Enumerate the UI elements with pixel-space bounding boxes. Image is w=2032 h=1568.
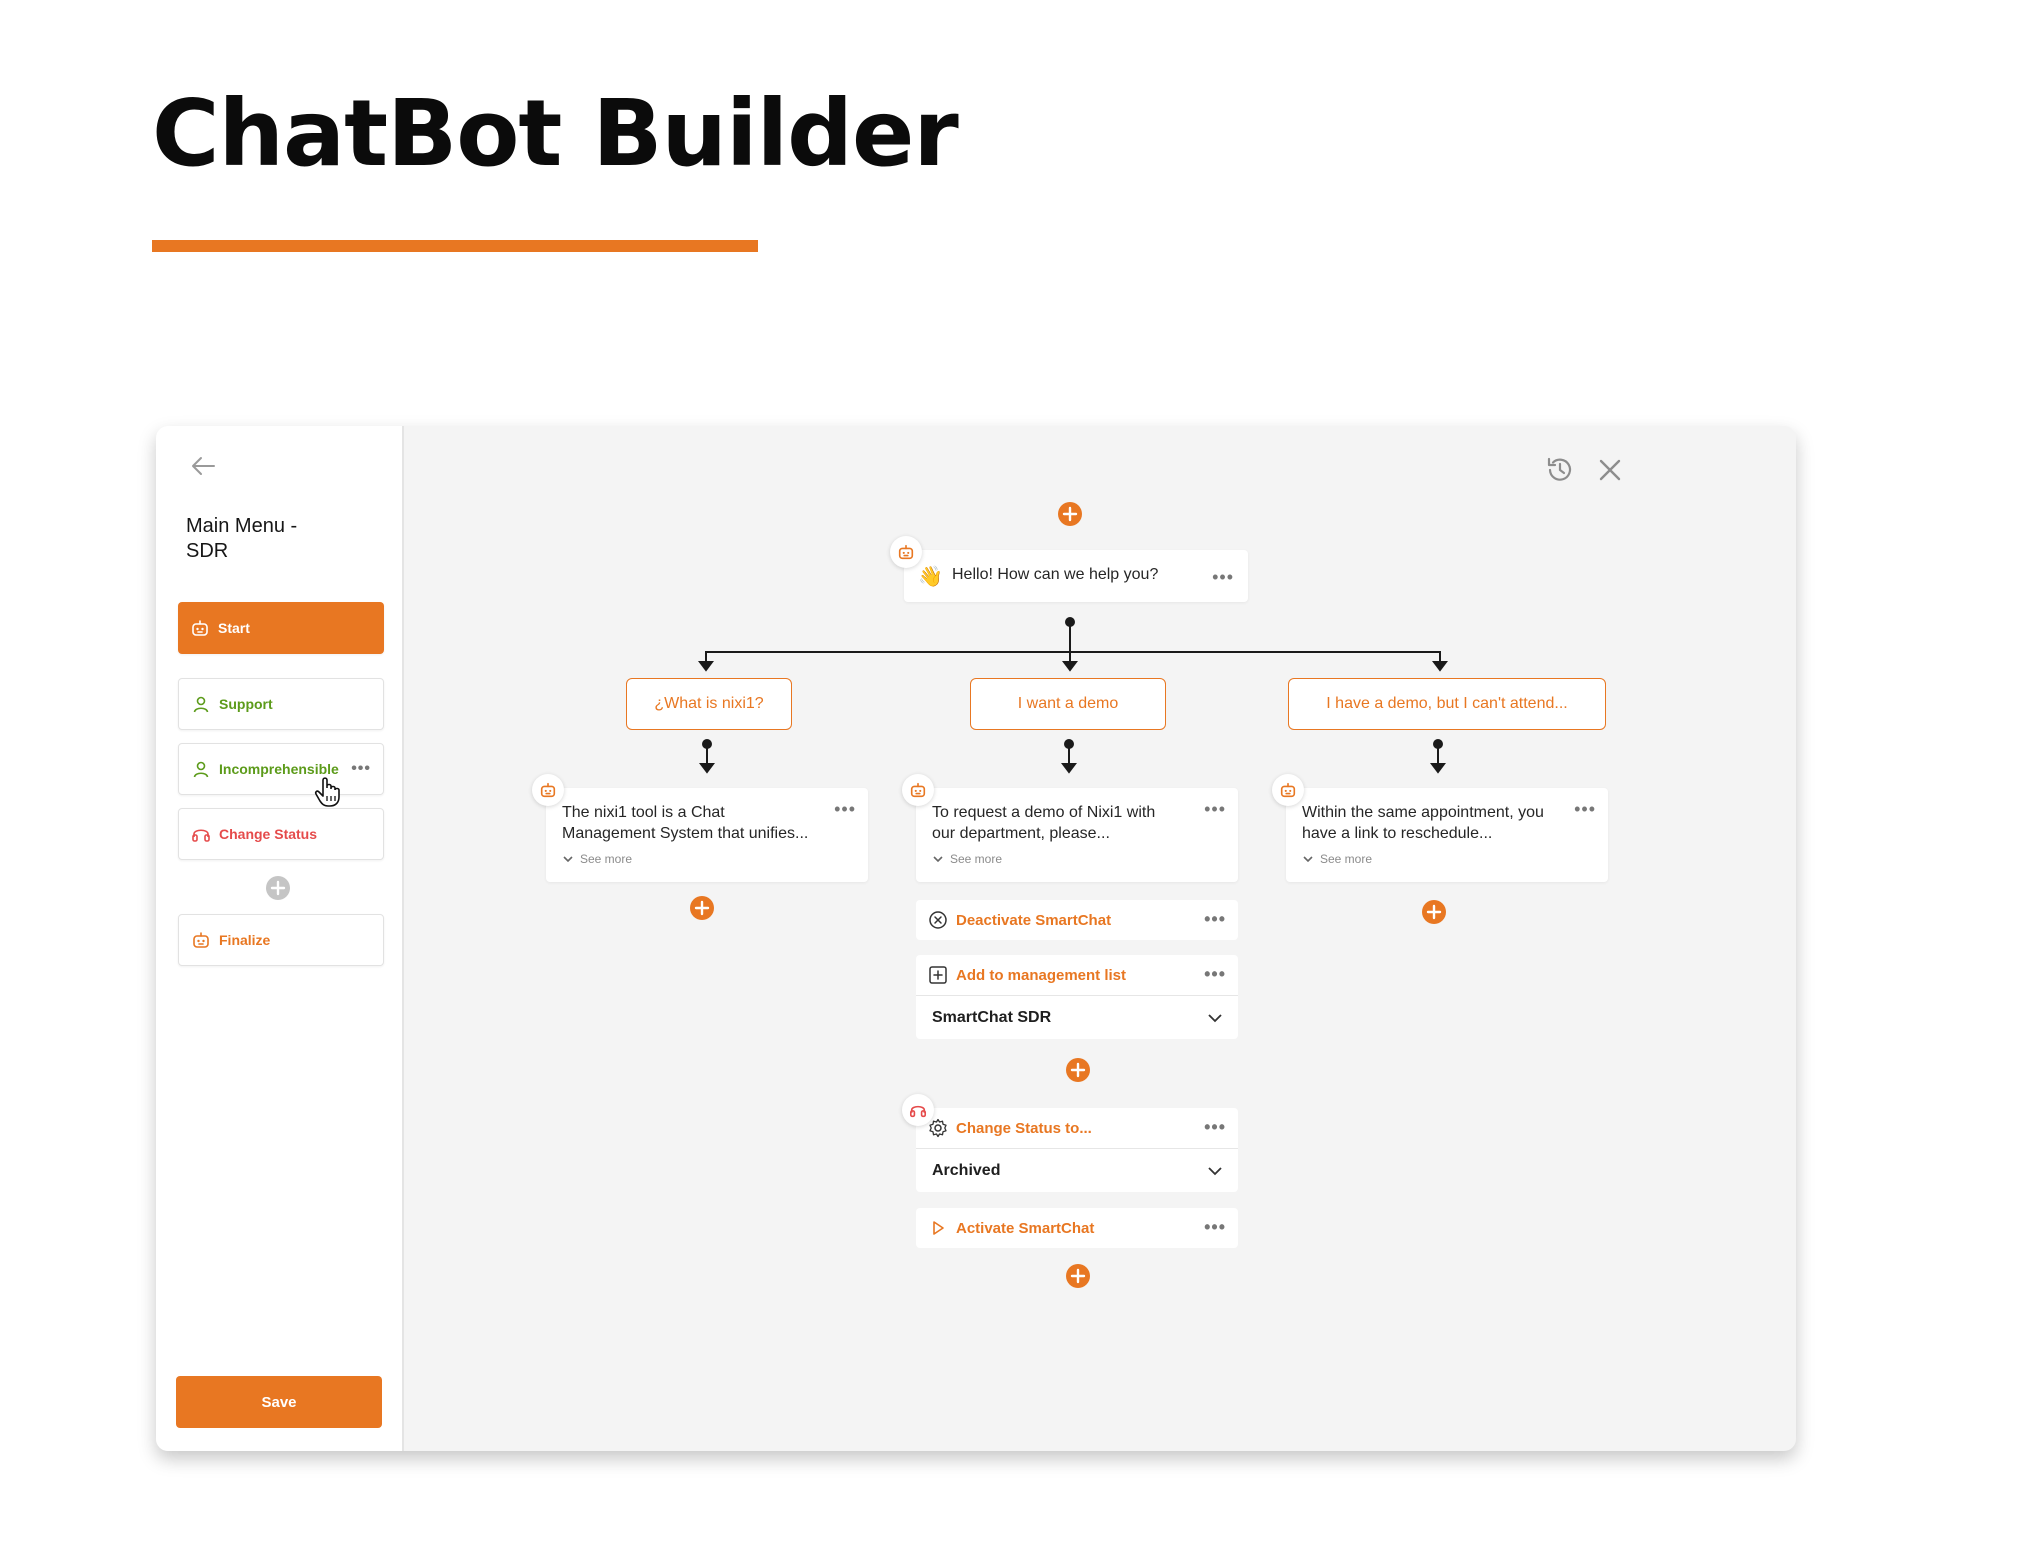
sidebar-item-label: Start bbox=[218, 620, 250, 636]
page-title: ChatBot Builder bbox=[152, 80, 959, 187]
see-more-label: See more bbox=[1320, 852, 1373, 866]
plus-icon bbox=[1070, 1062, 1086, 1078]
option-want-demo[interactable]: I want a demo bbox=[970, 678, 1166, 730]
action-label: Add to management list bbox=[956, 966, 1127, 984]
response-text: To request a demo of Nixi1 with our depa… bbox=[932, 804, 1156, 842]
response-card-nixi1[interactable]: The nixi1 tool is a Chat Management Syst… bbox=[546, 788, 868, 882]
action-change-status[interactable]: Change Status to... ••• bbox=[916, 1108, 1238, 1148]
chatbot-builder-window: Main Menu - SDR Start Support Incomprehe… bbox=[156, 426, 1796, 1451]
more-options-icon[interactable]: ••• bbox=[1204, 1217, 1226, 1237]
close-icon[interactable] bbox=[1594, 454, 1626, 486]
menu-title: Main Menu - SDR bbox=[186, 515, 298, 562]
response-card-reschedule[interactable]: Within the same appointment, you have a … bbox=[1286, 788, 1608, 882]
more-options-icon[interactable]: ••• bbox=[1204, 799, 1226, 819]
more-options-icon[interactable]: ••• bbox=[1204, 909, 1226, 929]
see-more-link[interactable]: See more bbox=[932, 852, 1002, 866]
response-text: The nixi1 tool is a Chat Management Syst… bbox=[562, 804, 809, 842]
more-options-icon[interactable]: ••• bbox=[1212, 567, 1234, 587]
select-value: SmartChat SDR bbox=[932, 1008, 1052, 1026]
gear-icon bbox=[929, 1118, 947, 1138]
hand-pointer-icon bbox=[314, 777, 340, 807]
robot-icon bbox=[192, 620, 208, 636]
sidebar-item-incomprehensible[interactable]: Incomprehensible ••• bbox=[178, 743, 384, 795]
user-icon bbox=[193, 696, 209, 713]
flow-canvas: 👋 Hello! How can we help you? ••• ¿What … bbox=[406, 426, 1796, 1451]
response-card-demo[interactable]: To request a demo of Nixi1 with our depa… bbox=[916, 788, 1238, 882]
plus-square-icon bbox=[929, 966, 947, 984]
add-action-button[interactable] bbox=[1066, 1058, 1090, 1082]
plus-icon bbox=[1062, 506, 1078, 522]
bot-avatar bbox=[1272, 774, 1304, 806]
robot-icon bbox=[540, 782, 556, 798]
chevron-down-icon bbox=[1208, 1167, 1222, 1176]
see-more-label: See more bbox=[950, 852, 1003, 866]
greeting-message-card[interactable]: 👋 Hello! How can we help you? ••• bbox=[904, 550, 1248, 602]
headset-icon bbox=[192, 829, 210, 842]
management-list-select[interactable]: SmartChat SDR bbox=[916, 995, 1238, 1039]
sidebar-item-label: Incomprehensible bbox=[219, 761, 339, 777]
play-icon bbox=[933, 1221, 944, 1235]
more-options-icon[interactable]: ••• bbox=[1204, 964, 1226, 984]
robot-icon bbox=[1280, 782, 1296, 798]
more-options-icon[interactable]: ••• bbox=[834, 799, 856, 819]
user-icon bbox=[193, 761, 209, 778]
more-options-icon[interactable]: ••• bbox=[351, 760, 371, 777]
chevron-down-icon bbox=[1208, 1014, 1222, 1023]
save-button[interactable]: Save bbox=[176, 1376, 382, 1428]
see-more-link[interactable]: See more bbox=[562, 852, 632, 866]
sidebar-item-label: Support bbox=[219, 696, 273, 712]
plus-icon bbox=[694, 900, 710, 916]
action-activate-smartchat[interactable]: Activate SmartChat ••• bbox=[916, 1208, 1238, 1248]
title-underline bbox=[152, 240, 758, 252]
see-more-link[interactable]: See more bbox=[1302, 852, 1372, 866]
more-options-icon[interactable]: ••• bbox=[1204, 1117, 1226, 1137]
response-text: Within the same appointment, you have a … bbox=[1302, 804, 1544, 842]
option-what-is-nixi1[interactable]: ¿What is nixi1? bbox=[626, 678, 792, 730]
greeting-text: Hello! How can we help you? bbox=[952, 566, 1159, 583]
chevron-down-icon bbox=[933, 856, 943, 863]
bot-avatar bbox=[902, 774, 934, 806]
action-deactivate-smartchat[interactable]: Deactivate SmartChat ••• bbox=[916, 900, 1238, 940]
plus-icon bbox=[1426, 904, 1442, 920]
add-node-button[interactable] bbox=[690, 896, 714, 920]
action-stack: Deactivate SmartChat ••• Add to manageme… bbox=[916, 900, 1238, 1260]
sidebar-item-change-status[interactable]: Change Status bbox=[178, 808, 384, 860]
status-select[interactable]: Archived bbox=[916, 1148, 1238, 1192]
circle-x-icon bbox=[929, 911, 947, 929]
history-icon[interactable] bbox=[1544, 454, 1576, 486]
option-cant-attend[interactable]: I have a demo, but I can't attend... bbox=[1288, 678, 1606, 730]
plus-icon bbox=[1070, 1268, 1086, 1284]
select-value: Archived bbox=[932, 1161, 1001, 1179]
action-label: Change Status to... bbox=[956, 1119, 1092, 1137]
sidebar-item-finalize[interactable]: Finalize bbox=[178, 914, 384, 966]
add-step-button[interactable] bbox=[266, 876, 290, 900]
more-options-icon[interactable]: ••• bbox=[1574, 799, 1596, 819]
robot-icon bbox=[910, 782, 926, 798]
add-node-button[interactable] bbox=[1058, 502, 1082, 526]
agent-avatar bbox=[902, 1094, 934, 1126]
robot-icon bbox=[898, 544, 914, 560]
sidebar: Main Menu - SDR Start Support Incomprehe… bbox=[156, 426, 404, 1451]
sidebar-item-label: Change Status bbox=[219, 826, 318, 842]
sidebar-item-label: Finalize bbox=[219, 932, 271, 948]
wave-emoji: 👋 bbox=[918, 566, 943, 588]
robot-icon bbox=[193, 932, 209, 948]
bot-avatar bbox=[532, 774, 564, 806]
sidebar-item-start[interactable]: Start bbox=[178, 602, 384, 654]
add-node-button[interactable] bbox=[1422, 900, 1446, 924]
action-add-management-list[interactable]: Add to management list ••• bbox=[916, 955, 1238, 995]
bot-avatar bbox=[890, 536, 922, 568]
flow-connectors bbox=[698, 617, 1448, 774]
see-more-label: See more bbox=[580, 852, 633, 866]
chevron-down-icon bbox=[563, 856, 573, 863]
chevron-down-icon bbox=[1303, 856, 1313, 863]
back-arrow-icon[interactable] bbox=[188, 454, 218, 478]
sidebar-item-support[interactable]: Support bbox=[178, 678, 384, 730]
plus-icon bbox=[270, 880, 286, 896]
headset-icon bbox=[909, 1105, 927, 1118]
action-label: Deactivate SmartChat bbox=[956, 911, 1112, 929]
add-action-button[interactable] bbox=[1066, 1264, 1090, 1288]
action-label: Activate SmartChat bbox=[956, 1219, 1095, 1237]
